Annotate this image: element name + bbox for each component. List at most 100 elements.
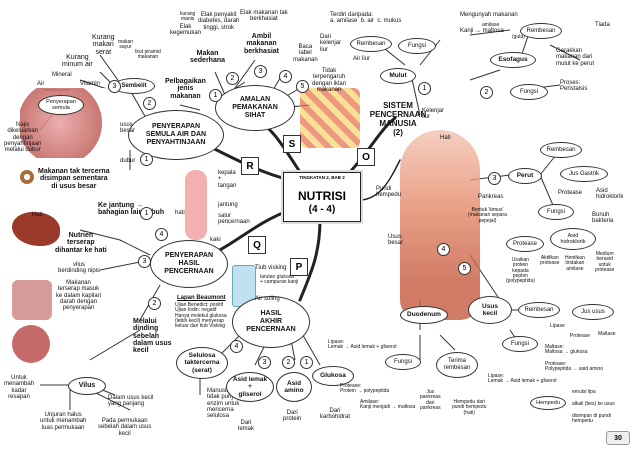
manusia-tidak: Manusia tidak punyai enzim untuk mencern… (207, 388, 240, 420)
akhir-number-1: 1 (300, 356, 313, 369)
dari-kelenjar: Dari kelenjar liur (320, 34, 342, 53)
vilus-berdinding: vilus berdinding nipis (58, 262, 101, 275)
usus-besar-sistem: Usus besar (388, 234, 404, 247)
liver-picture (12, 212, 60, 246)
najis-dikeluarkan: Najis dikeluarkan dengan penyahtinjaan m… (4, 122, 42, 154)
air-number-1: 1 (140, 153, 153, 166)
makan-sederhana: Makan sederhana (190, 50, 226, 65)
amilase-label: amilase (482, 22, 500, 28)
pemakanan-number-3: 3 (254, 65, 267, 78)
marker-q: Q (248, 236, 266, 254)
akhir-number-2: 2 (282, 356, 295, 369)
jantung-label: jantung (218, 202, 238, 208)
tiada: Tiada (595, 22, 610, 28)
hasil-number-1: 1 (140, 207, 153, 220)
perut: Perut (508, 168, 542, 184)
dari-karbohidrat: Dari karbohidrat (320, 408, 351, 421)
salur-pencernaan: salur pencernaan (218, 213, 250, 226)
kepala-tangan: kepala + tangan (218, 170, 237, 189)
medium-berasid: Medium berasid untuk protease (595, 251, 615, 273)
dari-protein: Dari protein (283, 410, 302, 423)
asid-lemak: Asid lemak + gliserol (226, 372, 274, 402)
dubur-label: dubur (120, 158, 136, 164)
center-node: TINGKATAN 2, BAB 2 NUTRISI (4 - 4) (283, 172, 361, 222)
rembesan-esofagus: Rembesan (520, 23, 562, 39)
sistem-number-4: 4 (437, 243, 450, 256)
tiub-visking: Tiub visking (255, 265, 287, 271)
pelbagaikan-makanan: Pelbagaikan jenis makanan (165, 78, 206, 100)
fungsi-duodenum: Fungsi (385, 354, 421, 370)
hempedu-dari: Hempedu dari pundi hempedu (hati) (452, 399, 487, 416)
lipase-equation: Lipase: Lemak → Asid lemak + gliserol (488, 373, 557, 385)
vilus: Vilus (68, 377, 106, 395)
ambil-berkhasiat: Ambil makanan berkhasiat (244, 33, 280, 55)
tidak-terpengaruh: Tidak terpengaruh dengan iklan makanan (312, 68, 347, 93)
aktifkan-protease: Aktifkan protease (540, 255, 560, 267)
melalui-dinding: Melalui dinding sebelah dalam usus kecil (133, 318, 172, 355)
pundi-hempedu: Pundi hempedu (376, 186, 402, 199)
makanan-terserap: Makanan terserap masuk ke dalam kapilari… (56, 280, 102, 312)
pemakanan-number-4: 4 (279, 70, 292, 83)
proses-peristalsis: Proses: Peristalsis (560, 80, 588, 93)
pada-permukaan: Pada permukaan sebelah dalam usus kecil (98, 418, 152, 437)
terdiri-daripada: Terdiri daripada: a. amilase b. air c. m… (330, 12, 402, 25)
center-title: NUTRISI (298, 189, 346, 203)
amilase-equation: Amilase: Kanji menjadi → maltosa (360, 399, 416, 411)
terima-rembesan: Terima rembesan (436, 352, 478, 378)
sistem-number-3: 3 (488, 172, 501, 185)
rembesan-perut: Rembesan (540, 142, 582, 158)
marker-s: S (283, 135, 301, 153)
mineral: Mineral (52, 72, 72, 78)
dalam-usus-kecil: Dalam usus kecil yang panjang (108, 395, 154, 408)
akhir-number-4: 4 (230, 340, 243, 353)
blood-circulation-picture (185, 170, 207, 240)
rembesan-mulut: Rembesan (350, 36, 392, 52)
marker-o: O (357, 148, 375, 166)
ikut-piramid: Ikut piramid makanan (135, 49, 161, 61)
vitamin: Vitamin (80, 81, 100, 87)
branch-penyerapan-hasil: PENYERAPAN HASIL PENCERNAAN (150, 240, 228, 288)
uraikan-protein: Uraikan protein kepada pepton (polypepti… (506, 257, 535, 284)
gula-label: (gula) (512, 34, 525, 40)
hati-label: hati (175, 210, 185, 216)
asid-hidroklorik-perut: Asid hidroklorik (550, 228, 596, 250)
dari-lemak: Dari lemak (238, 420, 255, 433)
selulosa: Selulosa taktercerna (serat) (176, 347, 228, 379)
sistem-number-2: 2 (480, 86, 493, 99)
kanji-maltosa: Kanji → maltosa (460, 28, 504, 34)
hempedu: Hempedu (530, 396, 566, 410)
esofagus: Esofagus (490, 52, 536, 68)
page-number: 30 (606, 431, 630, 445)
duodenum: Duodenum (400, 306, 448, 324)
elak-kegemukan: Elak kegemukan (170, 24, 202, 37)
asid-amino: Asid amino (276, 372, 312, 402)
maltase-usus: Maltase (598, 331, 616, 337)
ujian-description: Ujian Benedict: positif Ujian Iodin: neg… (175, 302, 227, 329)
bunuh-bakteria: Bunuh bakteria (592, 212, 614, 225)
marker-r: R (241, 157, 259, 175)
jus-gastrik: Jus Gastrik (560, 166, 608, 182)
unjuran-halus: Unjuran halus untuk menambah luas permuk… (40, 412, 87, 431)
donut-picture (20, 170, 34, 184)
hasil-number-2: 2 (148, 297, 161, 310)
hasil-number-3: 3 (138, 255, 151, 268)
baca-label: Baca label makanan (293, 44, 318, 63)
villus-section-picture (12, 325, 50, 363)
food-pictures (300, 88, 360, 148)
branch-hasil-akhir: HASIL AKHIR PENCERNAAN (232, 296, 310, 348)
branch-sistem-pencernaan: SISTEM PENCERNAAN MANUSIA (2) (369, 101, 427, 137)
hasil-number-4: 4 (155, 228, 168, 241)
nutrien-terserap: Nutrien terserap dihantar ke hati (55, 232, 107, 254)
mulut: Mulut (380, 68, 416, 84)
hati-sistem: Hati (440, 135, 451, 141)
makan-sayur: makan sayur (118, 39, 134, 51)
jus-pankreas: Jus pankreas dari pankreas (420, 389, 441, 411)
protease-gastrik: Protease (558, 190, 583, 196)
center-subtitle: (4 - 4) (308, 204, 336, 215)
fungsi-usus: Fungsi (502, 336, 538, 352)
hentikan-amilase: Hentikan tindakan amilase (565, 255, 585, 272)
alkali-usus: alkali (bes) ke usus (572, 401, 615, 407)
elak-penyakit: Elak penyakit diabetes, darah tinggi, st… (198, 12, 240, 31)
pemakanan-number-1: 1 (209, 89, 222, 102)
protease-equation: Protease: Polypeptida → asid amino (545, 361, 604, 373)
